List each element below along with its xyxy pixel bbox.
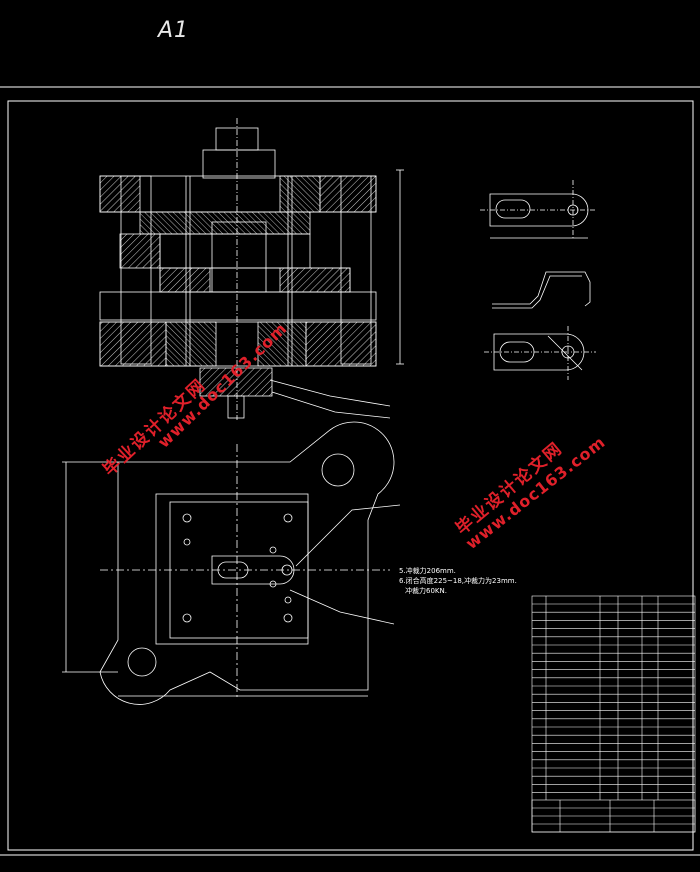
die-assembly-section-view [99, 118, 404, 420]
parts-list-table [531, 595, 696, 833]
sheet-size-label: A1 [158, 18, 190, 43]
die-plan-view [62, 421, 401, 705]
drawing-border [7, 100, 694, 851]
part-detail-views [480, 180, 596, 380]
tech-note-6: 6.闭合高度225~18,冲裁力为23mm. [399, 577, 517, 585]
tech-note-5: 5.冲裁力206mm. [399, 567, 456, 575]
tech-note-7: 冲裁力60KN. [405, 587, 447, 595]
